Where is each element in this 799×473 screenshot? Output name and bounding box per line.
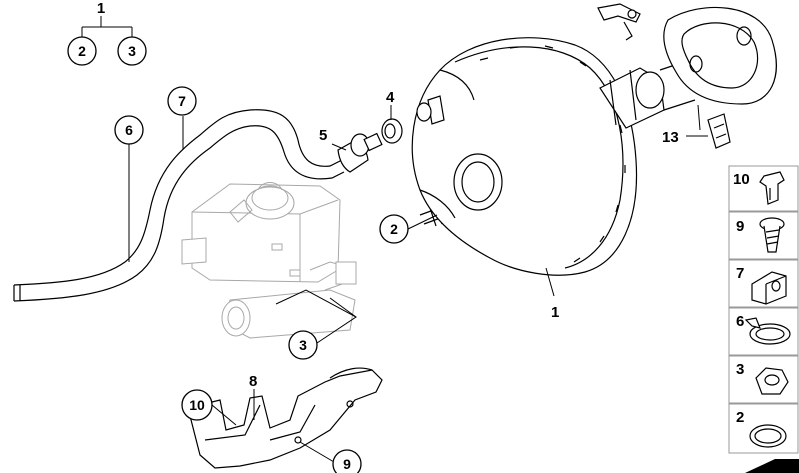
- small-parts-panel: 10 9 7: [728, 165, 799, 473]
- hex-nut-icon: [755, 367, 789, 395]
- group-child-callout: 2: [78, 43, 86, 59]
- callout-5: 5: [319, 127, 327, 144]
- spring-clip: [707, 113, 731, 149]
- screw-icon: [759, 217, 785, 253]
- side-panel-item: 9: [728, 211, 799, 260]
- callout-1: 1: [551, 304, 559, 321]
- group-callout: 1 2 3: [67, 0, 147, 66]
- svg-text:7: 7: [736, 265, 744, 282]
- svg-text:6: 6: [736, 313, 744, 330]
- callout-8: 8: [249, 373, 257, 390]
- callout-9: 9: [332, 449, 362, 473]
- callout-7: 7: [167, 86, 197, 116]
- expanding-clip-icon: [759, 171, 785, 205]
- side-panel-item: 6: [728, 307, 799, 356]
- svg-text:9: 9: [736, 218, 744, 235]
- group-callout-label: 1: [97, 0, 105, 17]
- side-panel-item: 3: [728, 355, 799, 404]
- callout-10: 10: [181, 389, 213, 421]
- svg-text:2: 2: [390, 221, 398, 237]
- callout-4: 4: [386, 89, 395, 106]
- svg-text:10: 10: [733, 171, 750, 188]
- valve-grommet: [381, 118, 403, 144]
- svg-text:2: 2: [736, 409, 744, 426]
- rubber-grommet-icon: [751, 271, 787, 305]
- heat-shield-bracket: [187, 367, 383, 469]
- side-panel-item: 7: [728, 259, 799, 308]
- vacuum-hose: [13, 109, 345, 302]
- callout-6: 6: [114, 115, 144, 145]
- svg-text:3: 3: [736, 361, 744, 378]
- master-cylinder-reservoir: [181, 182, 357, 339]
- leader-lines: [128, 104, 708, 463]
- callout-2: 2: [379, 214, 409, 244]
- brake-booster: [411, 37, 697, 276]
- group-child-callout: 3: [128, 43, 136, 59]
- svg-text:9: 9: [343, 456, 351, 472]
- check-valve: [337, 132, 383, 173]
- panel-footer-mark: [745, 459, 799, 473]
- side-panel-item: 10: [728, 165, 799, 212]
- svg-text:6: 6: [125, 122, 133, 138]
- callout-3: 3: [288, 330, 318, 360]
- side-panel-item: 2: [728, 403, 799, 454]
- retaining-clip: [597, 3, 641, 41]
- seal-ring-icon: [749, 424, 787, 448]
- callout-13: 13: [662, 129, 679, 146]
- svg-text:10: 10: [189, 397, 205, 413]
- svg-text:3: 3: [299, 337, 307, 353]
- hose-clamp-icon: [744, 317, 791, 345]
- svg-text:7: 7: [178, 93, 186, 109]
- booster-gasket: [663, 6, 777, 105]
